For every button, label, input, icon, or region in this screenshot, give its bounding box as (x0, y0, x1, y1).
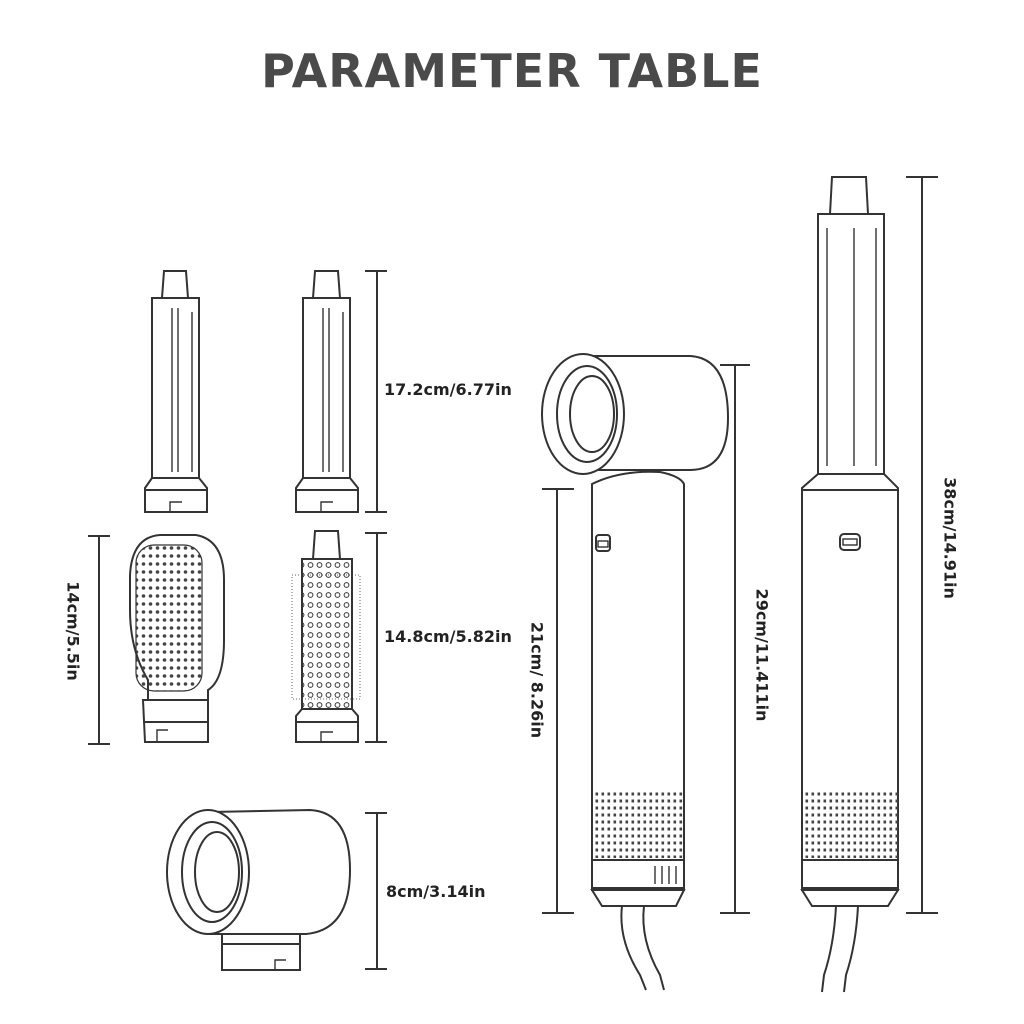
round-brush (291, 530, 361, 743)
dryer-nozzle (166, 808, 352, 971)
curler-barrel-2 (295, 270, 359, 513)
dryer-total-dimension: 29cm/11.411in (752, 588, 772, 722)
dryer-handle-dimension: 21cm/ 8.26in (527, 621, 547, 739)
round-brush-dimension: 14.8cm/5.82in (384, 627, 512, 646)
dimension-lines (88, 176, 938, 970)
paddle-brush (129, 534, 225, 743)
long-styler (800, 176, 900, 993)
hair-dryer (541, 353, 730, 991)
paddle-brush-dimension: 14cm/5.5in (63, 581, 83, 681)
dryer-nozzle-dimension: 8cm/3.14in (386, 882, 486, 901)
page-title: PARAMETER TABLE (261, 44, 763, 98)
curler-barrel-1 (144, 270, 208, 513)
styler-total-dimension: 38cm/14.91in (940, 477, 960, 599)
curler-barrel-dimension: 17.2cm/6.77in (384, 380, 512, 399)
